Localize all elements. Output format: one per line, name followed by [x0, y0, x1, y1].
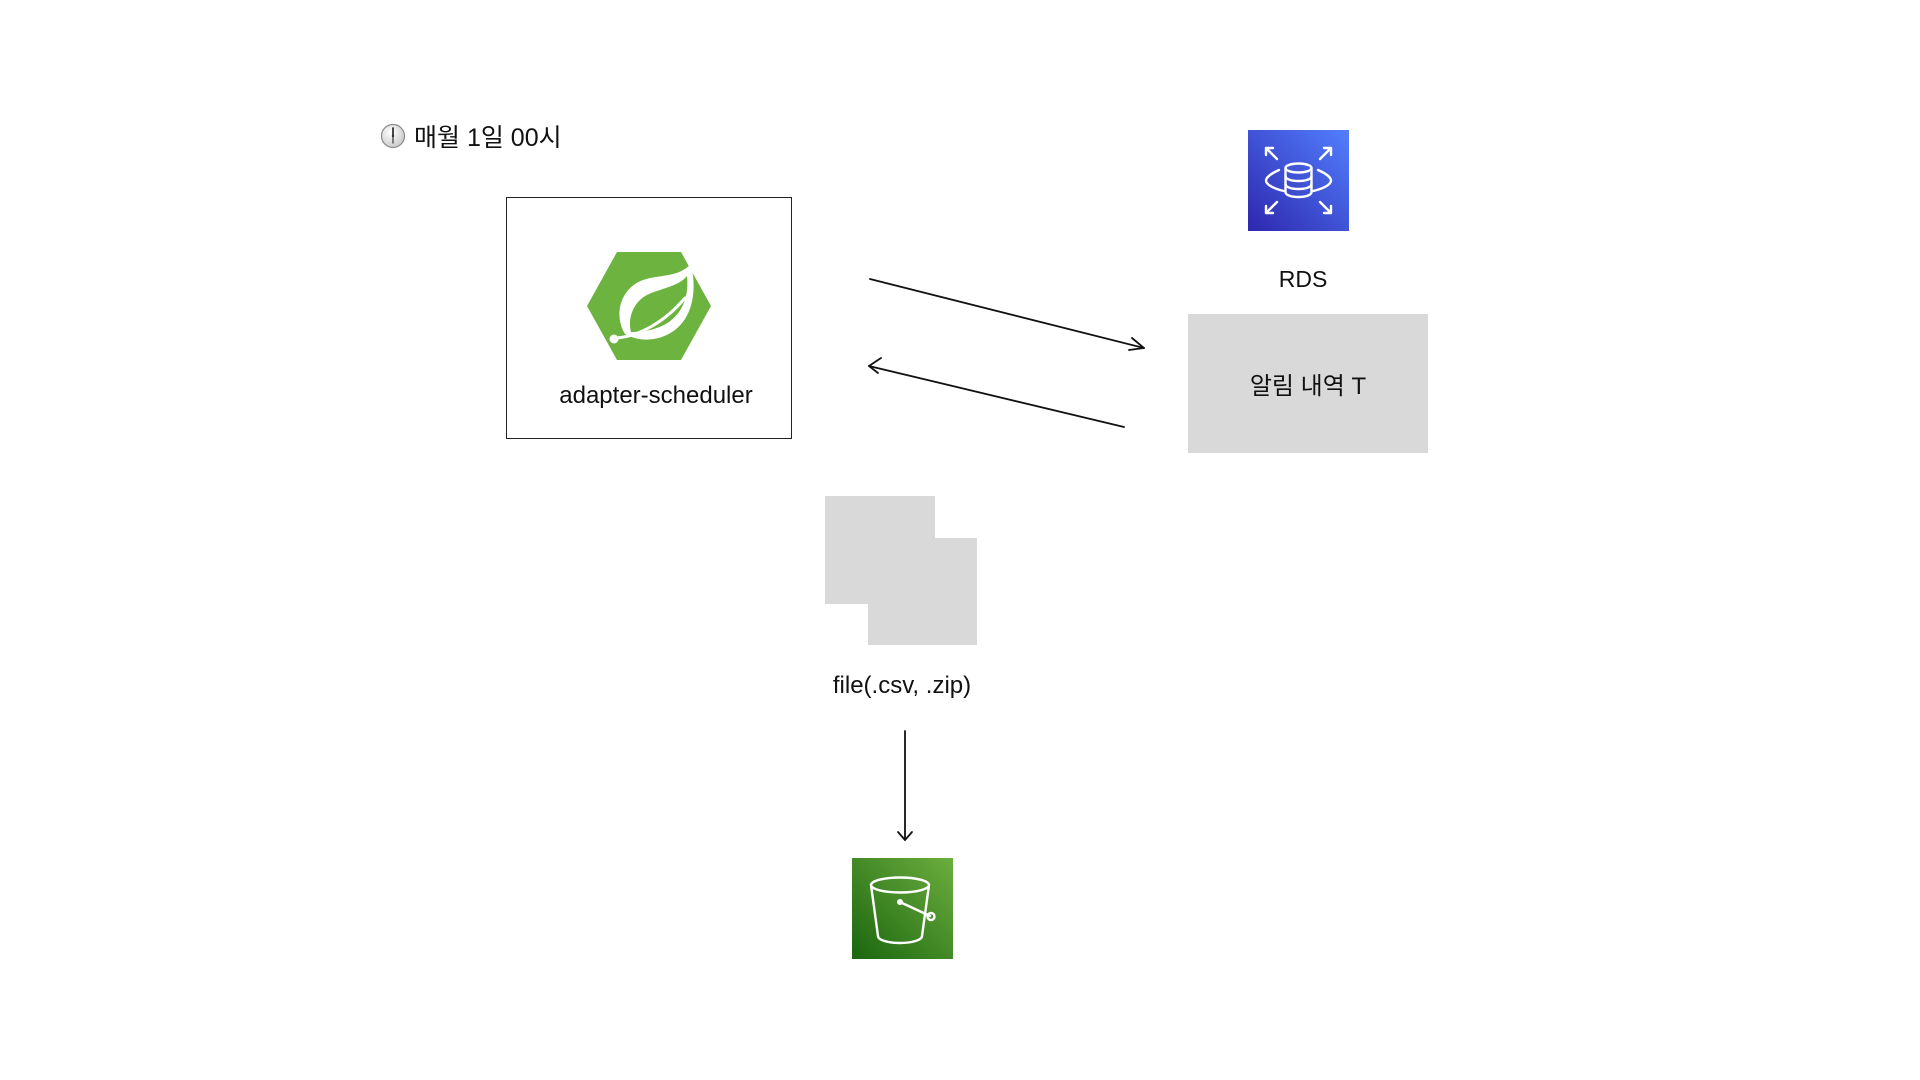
file-front-sheet [868, 538, 977, 645]
rds-database-icon [1248, 130, 1349, 231]
scheduler-label: adapter-scheduler [559, 382, 753, 409]
file-label: file(.csv, .zip) [832, 672, 972, 699]
notification-table-label: 알림 내역 T [1249, 373, 1367, 400]
notification-table-node[interactable]: 알림 내역 T [1188, 314, 1428, 453]
rds-label: RDS [1278, 266, 1328, 292]
arrow-scheduler-to-table [869, 278, 1145, 351]
arrow-table-to-scheduler [868, 357, 1125, 428]
s3-bucket-icon [852, 858, 953, 959]
scheduler-node[interactable]: adapter-scheduler [506, 197, 792, 439]
clock-icon [380, 123, 406, 149]
schedule-label: 매월 1일 00시 [380, 118, 562, 154]
spring-leaf-icon [587, 252, 711, 360]
arrow-file-to-s3 [897, 730, 913, 841]
schedule-text: 매월 1일 00시 [414, 124, 562, 152]
